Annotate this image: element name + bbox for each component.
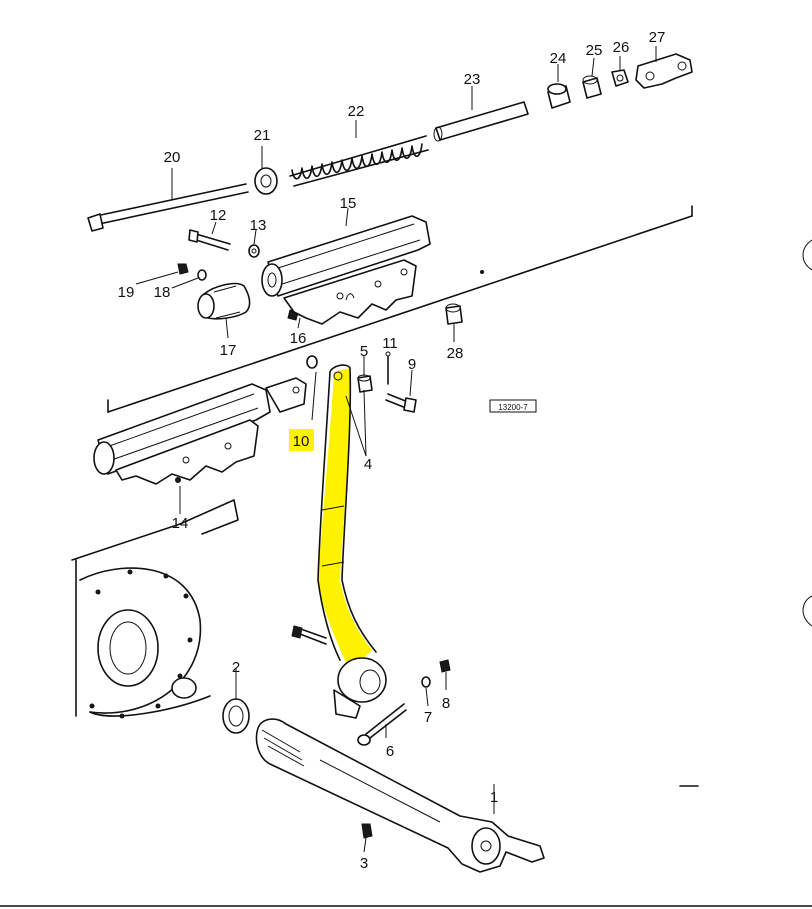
callout-24: 24 (550, 50, 567, 67)
callout-14: 14 (172, 515, 189, 532)
seal-ring-part-2 (222, 698, 250, 734)
shaft-part-1 (255, 718, 545, 873)
callout-11: 11 (382, 335, 398, 352)
callout-25: 25 (586, 42, 603, 59)
callout-12: 12 (210, 207, 227, 224)
reference-code-label: 13200-7 (489, 399, 537, 413)
callout-20: 20 (164, 149, 181, 166)
callout-6: 6 (386, 743, 394, 760)
edge-mark-bottom (802, 595, 812, 627)
split-pin-part-11 (385, 351, 391, 385)
bushing-part-5 (357, 374, 373, 393)
callout-3: 3 (360, 855, 368, 872)
callout-7: 7 (424, 709, 432, 726)
reference-code-text: 13200-7 (498, 403, 528, 412)
bolt-part-6 (357, 703, 407, 746)
callout-labels: 1 2 3 4 5 6 7 8 9 10 11 12 13 14 15 16 1… (118, 29, 666, 872)
callout-19: 19 (118, 284, 135, 301)
washer-part-18 (197, 269, 207, 281)
knob-part-17 (197, 282, 251, 320)
callout-27: 27 (649, 29, 666, 46)
nut-part-26 (611, 69, 629, 87)
bracket-part-14 (93, 377, 307, 485)
bushing-part-24 (547, 83, 571, 109)
callout-15: 15 (340, 195, 357, 212)
spacer-part-21 (254, 167, 278, 195)
pedal-arm-highlight (318, 368, 372, 672)
callout-17: 17 (220, 342, 237, 359)
callout-10-highlight (289, 429, 314, 451)
edge-mark-top (802, 239, 812, 271)
long-rod-part-20 (87, 183, 249, 232)
callout-13: 13 (250, 217, 267, 234)
callout-22: 22 (348, 103, 365, 120)
callout-4: 4 (364, 456, 372, 473)
screw-part-3 (361, 823, 373, 839)
callout-1: 1 (490, 789, 498, 806)
nut-part-8 (439, 659, 451, 673)
washer-part-13 (248, 244, 260, 258)
callout-8: 8 (442, 695, 450, 712)
bushing-part-25 (582, 75, 602, 99)
bracket-part-15 (261, 215, 431, 325)
callout-28: 28 (447, 345, 464, 362)
callout-18: 18 (154, 284, 171, 301)
washer-part-10-small (306, 355, 318, 369)
bolt-part-12 (188, 229, 231, 251)
pin-part-23 (433, 101, 529, 142)
leader-lines (135, 46, 657, 853)
clevis-part-27 (635, 53, 693, 89)
callout-21: 21 (254, 127, 271, 144)
spring-part-22 (289, 135, 429, 187)
washer-part-7 (421, 676, 431, 688)
bushing-part-28 (445, 303, 463, 325)
callout-16: 16 (290, 330, 307, 347)
callout-10: 10 (293, 433, 310, 450)
nut-part-19 (177, 263, 189, 275)
callout-26: 26 (613, 39, 630, 56)
bolt-part-9 (385, 393, 417, 413)
housing-plate (71, 499, 239, 719)
callout-5: 5 (360, 343, 368, 360)
pedal-arm-part-10 (291, 364, 387, 719)
callout-2: 2 (232, 659, 240, 676)
callout-23: 23 (464, 71, 481, 88)
callout-9: 9 (408, 356, 416, 373)
section-divider (107, 205, 693, 413)
